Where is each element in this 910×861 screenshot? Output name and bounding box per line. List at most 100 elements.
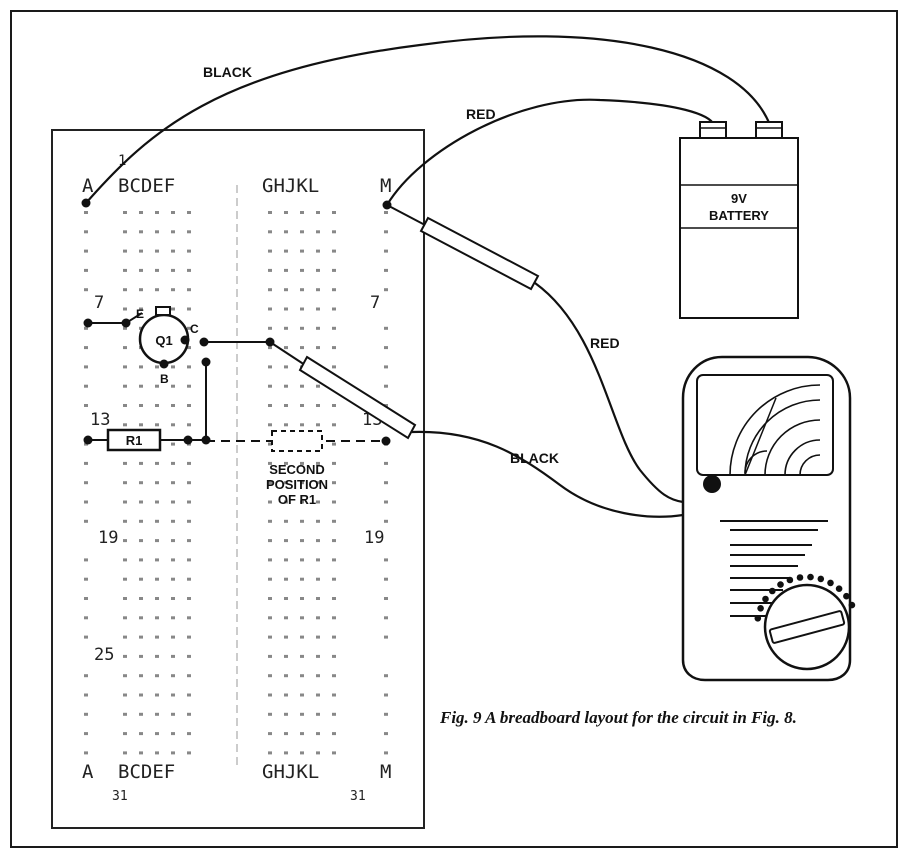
- breadboard-hole: [268, 461, 272, 465]
- col-label-a-bottom: A: [82, 761, 94, 783]
- breadboard-hole: [123, 635, 127, 639]
- breadboard-hole: [284, 481, 288, 485]
- breadboard-hole: [300, 558, 304, 562]
- breadboard-hole: [171, 597, 175, 600]
- meter-range-dots: [754, 573, 856, 622]
- breadboard-hole: [268, 384, 272, 388]
- breadboard-hole: [187, 268, 191, 272]
- breadboard-hole: [171, 654, 175, 658]
- breadboard-hole: [268, 423, 272, 427]
- breadboard-hole: [187, 654, 191, 658]
- breadboard-hole: [123, 674, 127, 678]
- breadboard-hole: [332, 635, 336, 639]
- breadboard-hole: [171, 558, 175, 562]
- breadboard-hole: [171, 577, 175, 581]
- breadboard-hole: [268, 346, 272, 350]
- breadboard-hole: [384, 693, 388, 697]
- breadboard-hole: [155, 654, 159, 658]
- breadboard-hole: [171, 268, 175, 272]
- black-wire-top: [85, 35, 772, 204]
- base-label: B: [160, 372, 169, 386]
- breadboard-hole: [84, 519, 88, 523]
- breadboard-hole: [187, 211, 191, 214]
- breadboard-hole: [139, 732, 143, 736]
- meter-range-dot: [777, 581, 784, 588]
- breadboard-hole: [84, 712, 88, 716]
- breadboard-hole: [300, 481, 304, 485]
- breadboard-hole: [332, 249, 336, 253]
- breadboard-hole: [139, 384, 143, 388]
- breadboard-hole: [268, 654, 272, 658]
- breadboard-hole: [187, 519, 191, 523]
- breadboard-hole: [300, 307, 304, 311]
- resistor-second-position: SECOND POSITION OF R1: [206, 430, 391, 507]
- breadboard-hole: [187, 404, 191, 407]
- breadboard-hole: [316, 230, 320, 234]
- breadboard-hole: [155, 577, 159, 581]
- breadboard-hole: [316, 597, 320, 600]
- breadboard-hole: [284, 519, 288, 523]
- row-label-25: 25: [94, 645, 114, 665]
- breadboard-hole: [332, 519, 336, 523]
- breadboard-hole: [316, 539, 320, 543]
- breadboard-hole: [187, 616, 191, 620]
- breadboard-hole: [123, 616, 127, 620]
- breadboard-hole: [84, 674, 88, 678]
- breadboard-hole: [123, 288, 127, 292]
- breadboard-hole: [155, 288, 159, 292]
- breadboard-hole: [139, 751, 143, 755]
- breadboard-hole: [123, 365, 127, 369]
- breadboard-hole: [384, 346, 388, 350]
- breadboard-hole: [384, 558, 388, 562]
- breadboard-hole: [332, 674, 336, 678]
- breadboard-hole: [332, 539, 336, 543]
- emitter-label: E: [136, 307, 144, 321]
- breadboard-hole: [268, 751, 272, 755]
- breadboard-hole: [316, 519, 320, 523]
- breadboard-hole: [300, 211, 304, 214]
- breadboard-hole: [84, 693, 88, 697]
- breadboard-hole: [332, 500, 336, 504]
- breadboard-hole: [332, 712, 336, 716]
- breadboard-hole: [84, 597, 88, 600]
- breadboard-hole: [139, 635, 143, 639]
- breadboard-hole: [300, 693, 304, 697]
- meter-range-dot: [807, 573, 814, 581]
- breadboard-hole: [316, 500, 320, 504]
- breadboard-hole: [84, 481, 88, 485]
- breadboard-hole: [187, 384, 191, 388]
- breadboard-hole: [139, 481, 143, 485]
- breadboard-hole: [187, 230, 191, 234]
- breadboard-hole: [384, 616, 388, 620]
- breadboard-hole: [268, 539, 272, 543]
- breadboard-hole: [155, 519, 159, 523]
- breadboard-hole: [268, 577, 272, 581]
- row-label-7-left: 7: [94, 293, 104, 313]
- red-probe-lead: [534, 282, 684, 504]
- breadboard-hole: [332, 230, 336, 234]
- breadboard-hole: [187, 481, 191, 485]
- breadboard-hole: [139, 230, 143, 234]
- breadboard-hole: [171, 712, 175, 716]
- row-label-31-right: 31: [350, 789, 366, 804]
- breadboard-hole: [316, 674, 320, 678]
- breadboard-hole: [155, 230, 159, 234]
- breadboard-hole: [284, 211, 288, 214]
- breadboard-hole: [171, 365, 175, 369]
- breadboard-hole: [84, 500, 88, 504]
- breadboard-hole: [187, 674, 191, 678]
- breadboard-hole: [284, 751, 288, 755]
- breadboard-hole: [284, 288, 288, 292]
- breadboard-hole: [84, 211, 88, 214]
- col-label-m-top: M: [380, 175, 391, 197]
- breadboard-hole: [171, 481, 175, 485]
- breadboard-hole: [139, 693, 143, 697]
- breadboard-hole: [84, 404, 88, 407]
- breadboard-hole: [123, 539, 127, 543]
- breadboard-hole: [84, 326, 88, 330]
- breadboard-hole: [155, 211, 159, 214]
- breadboard-hole: [332, 288, 336, 292]
- breadboard-hole: [284, 558, 288, 562]
- breadboard-hole: [300, 712, 304, 716]
- breadboard-hole: [300, 326, 304, 330]
